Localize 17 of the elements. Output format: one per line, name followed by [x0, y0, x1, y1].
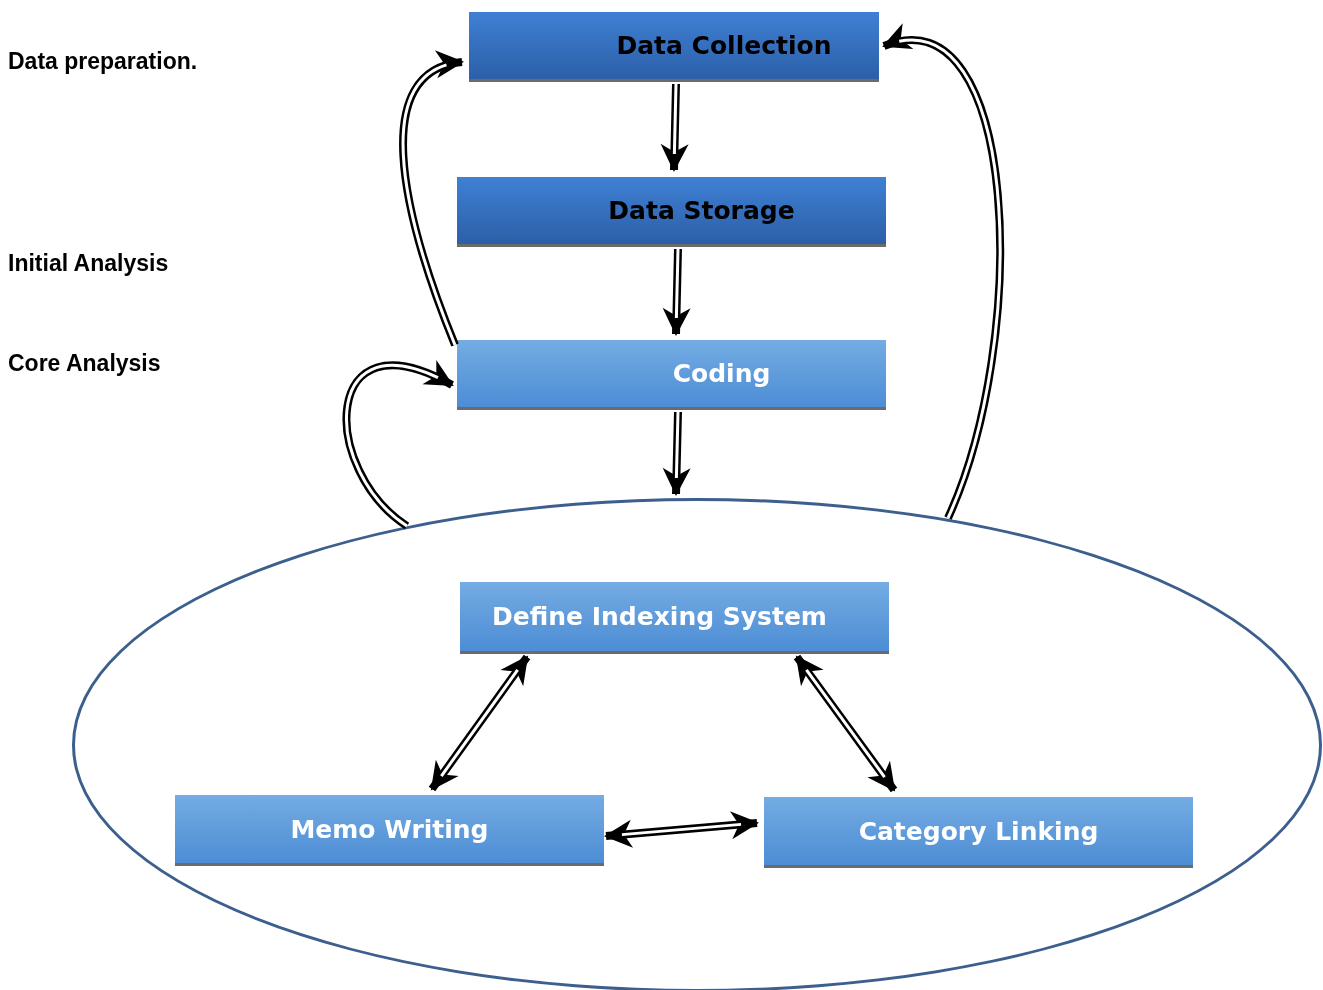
double-line-arrow — [662, 411, 691, 496]
double-line-arrow — [604, 811, 759, 848]
double-line-arrow — [660, 83, 689, 172]
ellipse-outline — [72, 498, 1322, 990]
stage-label: Initial Analysis — [8, 250, 169, 277]
stage-label: Core Analysis — [8, 350, 161, 377]
stage-label: Data preparation. — [8, 48, 198, 75]
double-line-arrow — [793, 654, 898, 793]
double-line-arrow — [662, 248, 691, 336]
process-box: Memo Writing — [175, 795, 604, 866]
double-line-arrow — [428, 654, 531, 792]
process-box: Data Storage — [457, 177, 886, 247]
process-box: Coding — [457, 340, 886, 410]
process-box: Category Linking — [764, 797, 1193, 868]
process-box: Define Indexing System — [460, 582, 889, 654]
process-box: Data Collection — [469, 12, 879, 82]
double-line-arrow — [342, 361, 454, 530]
